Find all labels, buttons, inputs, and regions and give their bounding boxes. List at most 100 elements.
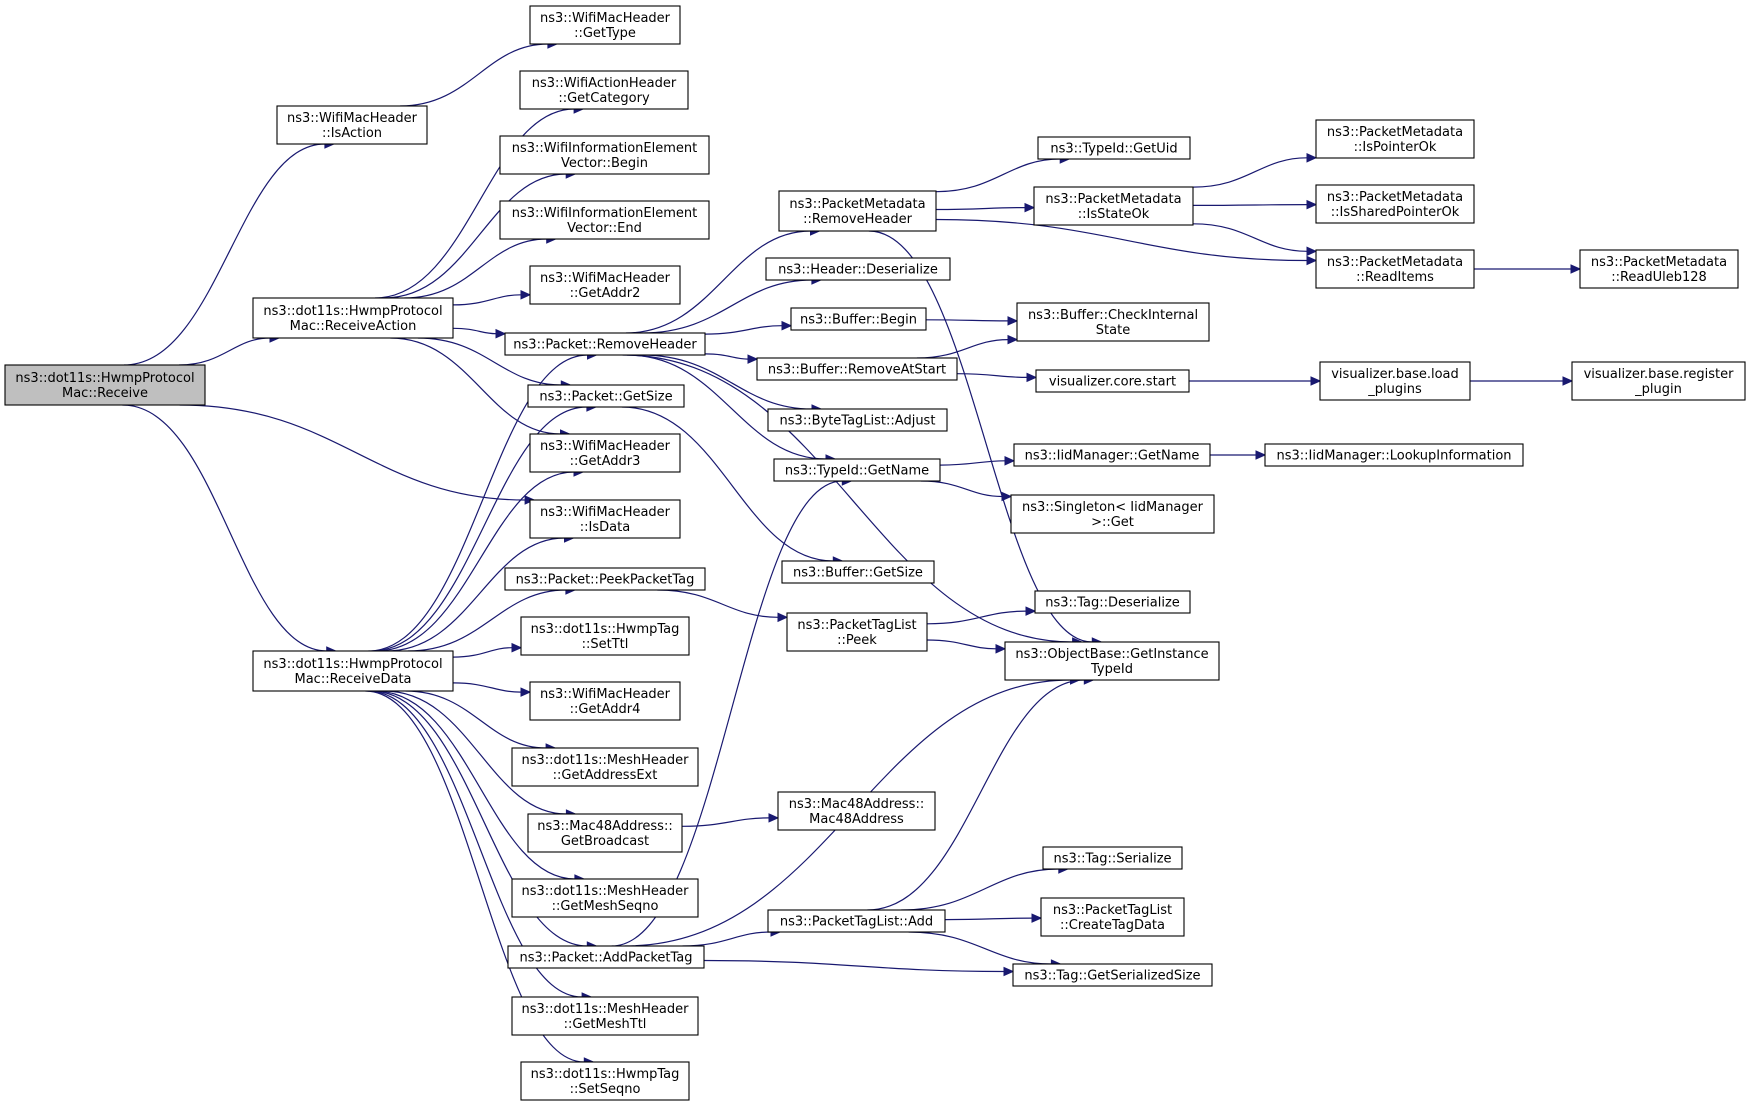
node-getaddressext[interactable]: ns3::dot11s::MeshHeader::GetAddressExt bbox=[511, 747, 699, 787]
node-taggetserializedsize[interactable]: ns3::Tag::GetSerializedSize bbox=[1012, 963, 1213, 987]
node-box[interactable] bbox=[499, 200, 710, 240]
node-box[interactable] bbox=[1042, 846, 1183, 870]
node-box[interactable] bbox=[527, 384, 685, 408]
node-pmreaditems[interactable]: ns3::PacketMetadata::ReadItems bbox=[1315, 249, 1475, 289]
node-box[interactable] bbox=[499, 135, 710, 175]
node-box[interactable] bbox=[1040, 897, 1185, 937]
node-box[interactable] bbox=[1004, 641, 1220, 681]
node-pktgetsize[interactable]: ns3::Packet::GetSize bbox=[527, 384, 685, 408]
node-box[interactable] bbox=[765, 257, 951, 281]
node-box[interactable] bbox=[781, 560, 935, 584]
node-box[interactable] bbox=[511, 747, 699, 787]
node-box[interactable] bbox=[507, 945, 705, 969]
node-getaddr2[interactable]: ns3::WifiMacHeader::GetAddr2 bbox=[529, 265, 681, 305]
node-pmreaduleb128[interactable]: ns3::PacketMetadata::ReadUleb128 bbox=[1579, 249, 1739, 289]
node-singletonget[interactable]: ns3::Singleton< IidManager>::Get bbox=[1010, 494, 1215, 534]
node-box[interactable] bbox=[1016, 302, 1210, 342]
node-box[interactable] bbox=[1315, 184, 1475, 224]
node-box[interactable] bbox=[1013, 443, 1211, 467]
node-box[interactable] bbox=[756, 357, 958, 381]
node-box[interactable] bbox=[520, 616, 690, 656]
node-box[interactable] bbox=[276, 105, 428, 145]
node-pmisstateok[interactable]: ns3::PacketMetadata::IsStateOk bbox=[1033, 186, 1194, 226]
node-box[interactable] bbox=[529, 433, 681, 473]
node-addpackettag[interactable]: ns3::Packet::AddPacketTag bbox=[507, 945, 705, 969]
node-gettype[interactable]: ns3::WifiMacHeader::GetType bbox=[529, 5, 681, 45]
node-box[interactable] bbox=[1034, 590, 1191, 614]
node-setttl[interactable]: ns3::dot11s::HwmpTag::SetTtl bbox=[520, 616, 690, 656]
node-box[interactable] bbox=[790, 307, 927, 331]
node-box[interactable] bbox=[529, 499, 681, 539]
node-bufgetsize[interactable]: ns3::Buffer::GetSize bbox=[781, 560, 935, 584]
node-vizloadplugins[interactable]: visualizer.base.load_plugins bbox=[1319, 361, 1471, 401]
node-box[interactable] bbox=[773, 458, 941, 482]
node-getcategory[interactable]: ns3::WifiActionHeader::GetCategory bbox=[519, 70, 689, 110]
node-box[interactable] bbox=[1315, 119, 1475, 159]
node-getaddr3[interactable]: ns3::WifiMacHeader::GetAddr3 bbox=[529, 433, 681, 473]
node-btladjust[interactable]: ns3::ByteTagList::Adjust bbox=[767, 408, 948, 432]
node-box[interactable] bbox=[529, 265, 681, 305]
node-ptlcreatetagdata[interactable]: ns3::PacketTagList::CreateTagData bbox=[1040, 897, 1185, 937]
node-getbroadcast[interactable]: ns3::Mac48Address::GetBroadcast bbox=[527, 813, 683, 853]
node-getaddr4[interactable]: ns3::WifiMacHeader::GetAddr4 bbox=[529, 681, 681, 721]
node-box[interactable] bbox=[527, 813, 683, 853]
node-iidgetname[interactable]: ns3::IidManager::GetName bbox=[1013, 443, 1211, 467]
node-vizstart[interactable]: visualizer.core.start bbox=[1035, 369, 1190, 393]
node-box[interactable] bbox=[1264, 443, 1524, 467]
node-peekpackettag[interactable]: ns3::Packet::PeekPacketTag bbox=[504, 567, 706, 591]
node-mac48ctor[interactable]: ns3::Mac48Address::Mac48Address bbox=[777, 791, 936, 831]
node-bufbegin[interactable]: ns3::Buffer::Begin bbox=[790, 307, 927, 331]
node-box[interactable] bbox=[1319, 361, 1471, 401]
node-box[interactable] bbox=[1033, 186, 1194, 226]
node-box[interactable] bbox=[511, 878, 699, 918]
node-box[interactable] bbox=[767, 909, 946, 933]
node-receivedata[interactable]: ns3::dot11s::HwmpProtocolMac::ReceiveDat… bbox=[252, 650, 454, 692]
node-tidgetuid[interactable]: ns3::TypeId::GetUid bbox=[1037, 136, 1191, 160]
node-box[interactable] bbox=[1010, 494, 1215, 534]
node-bufremoveatstart[interactable]: ns3::Buffer::RemoveAtStart bbox=[756, 357, 958, 381]
node-getmeshseqno[interactable]: ns3::dot11s::MeshHeader::GetMeshSeqno bbox=[511, 878, 699, 918]
node-box[interactable] bbox=[529, 681, 681, 721]
node-isaction[interactable]: ns3::WifiMacHeader::IsAction bbox=[276, 105, 428, 145]
node-hdrdeserialize[interactable]: ns3::Header::Deserialize bbox=[765, 257, 951, 281]
node-box[interactable] bbox=[767, 408, 948, 432]
node-tagserialize[interactable]: ns3::Tag::Serialize bbox=[1042, 846, 1183, 870]
node-box[interactable] bbox=[504, 567, 706, 591]
node-box[interactable] bbox=[777, 791, 936, 831]
node-box[interactable] bbox=[1035, 369, 1190, 393]
node-box[interactable] bbox=[1579, 249, 1739, 289]
node-pmremoveheader[interactable]: ns3::PacketMetadata::RemoveHeader bbox=[778, 190, 937, 232]
node-box[interactable] bbox=[252, 297, 454, 339]
node-box[interactable] bbox=[511, 996, 699, 1036]
node-pmissharedpointerok[interactable]: ns3::PacketMetadata::IsSharedPointerOk bbox=[1315, 184, 1475, 224]
node-pmispointerok[interactable]: ns3::PacketMetadata::IsPointerOk bbox=[1315, 119, 1475, 159]
node-box[interactable] bbox=[252, 650, 454, 692]
node-box[interactable] bbox=[1571, 361, 1746, 401]
node-getmeshttl[interactable]: ns3::dot11s::MeshHeader::GetMeshTtl bbox=[511, 996, 699, 1036]
node-box[interactable] bbox=[1315, 249, 1475, 289]
node-ptladd[interactable]: ns3::PacketTagList::Add bbox=[767, 909, 946, 933]
node-receiveaction[interactable]: ns3::dot11s::HwmpProtocolMac::ReceiveAct… bbox=[252, 297, 454, 339]
node-ptlpeek[interactable]: ns3::PacketTagList::Peek bbox=[786, 612, 928, 652]
node-box[interactable] bbox=[520, 1061, 690, 1101]
node-box[interactable] bbox=[1012, 963, 1213, 987]
node-box[interactable] bbox=[786, 612, 928, 652]
node-box[interactable] bbox=[778, 190, 937, 232]
node-tagdeserialize[interactable]: ns3::Tag::Deserialize bbox=[1034, 590, 1191, 614]
node-box[interactable] bbox=[4, 364, 206, 406]
node-vizregisterplugin[interactable]: visualizer.base.register_plugin bbox=[1571, 361, 1746, 401]
node-box[interactable] bbox=[529, 5, 681, 45]
node-setseqno[interactable]: ns3::dot11s::HwmpTag::SetSeqno bbox=[520, 1061, 690, 1101]
node-box[interactable] bbox=[504, 332, 706, 356]
node-isdata[interactable]: ns3::WifiMacHeader::IsData bbox=[529, 499, 681, 539]
node-removeheader[interactable]: ns3::Packet::RemoveHeader bbox=[504, 332, 706, 356]
node-tidgetname[interactable]: ns3::TypeId::GetName bbox=[773, 458, 941, 482]
node-box[interactable] bbox=[519, 70, 689, 110]
node-box[interactable] bbox=[1037, 136, 1191, 160]
node-iidlookup[interactable]: ns3::IidManager::LookupInformation bbox=[1264, 443, 1524, 467]
